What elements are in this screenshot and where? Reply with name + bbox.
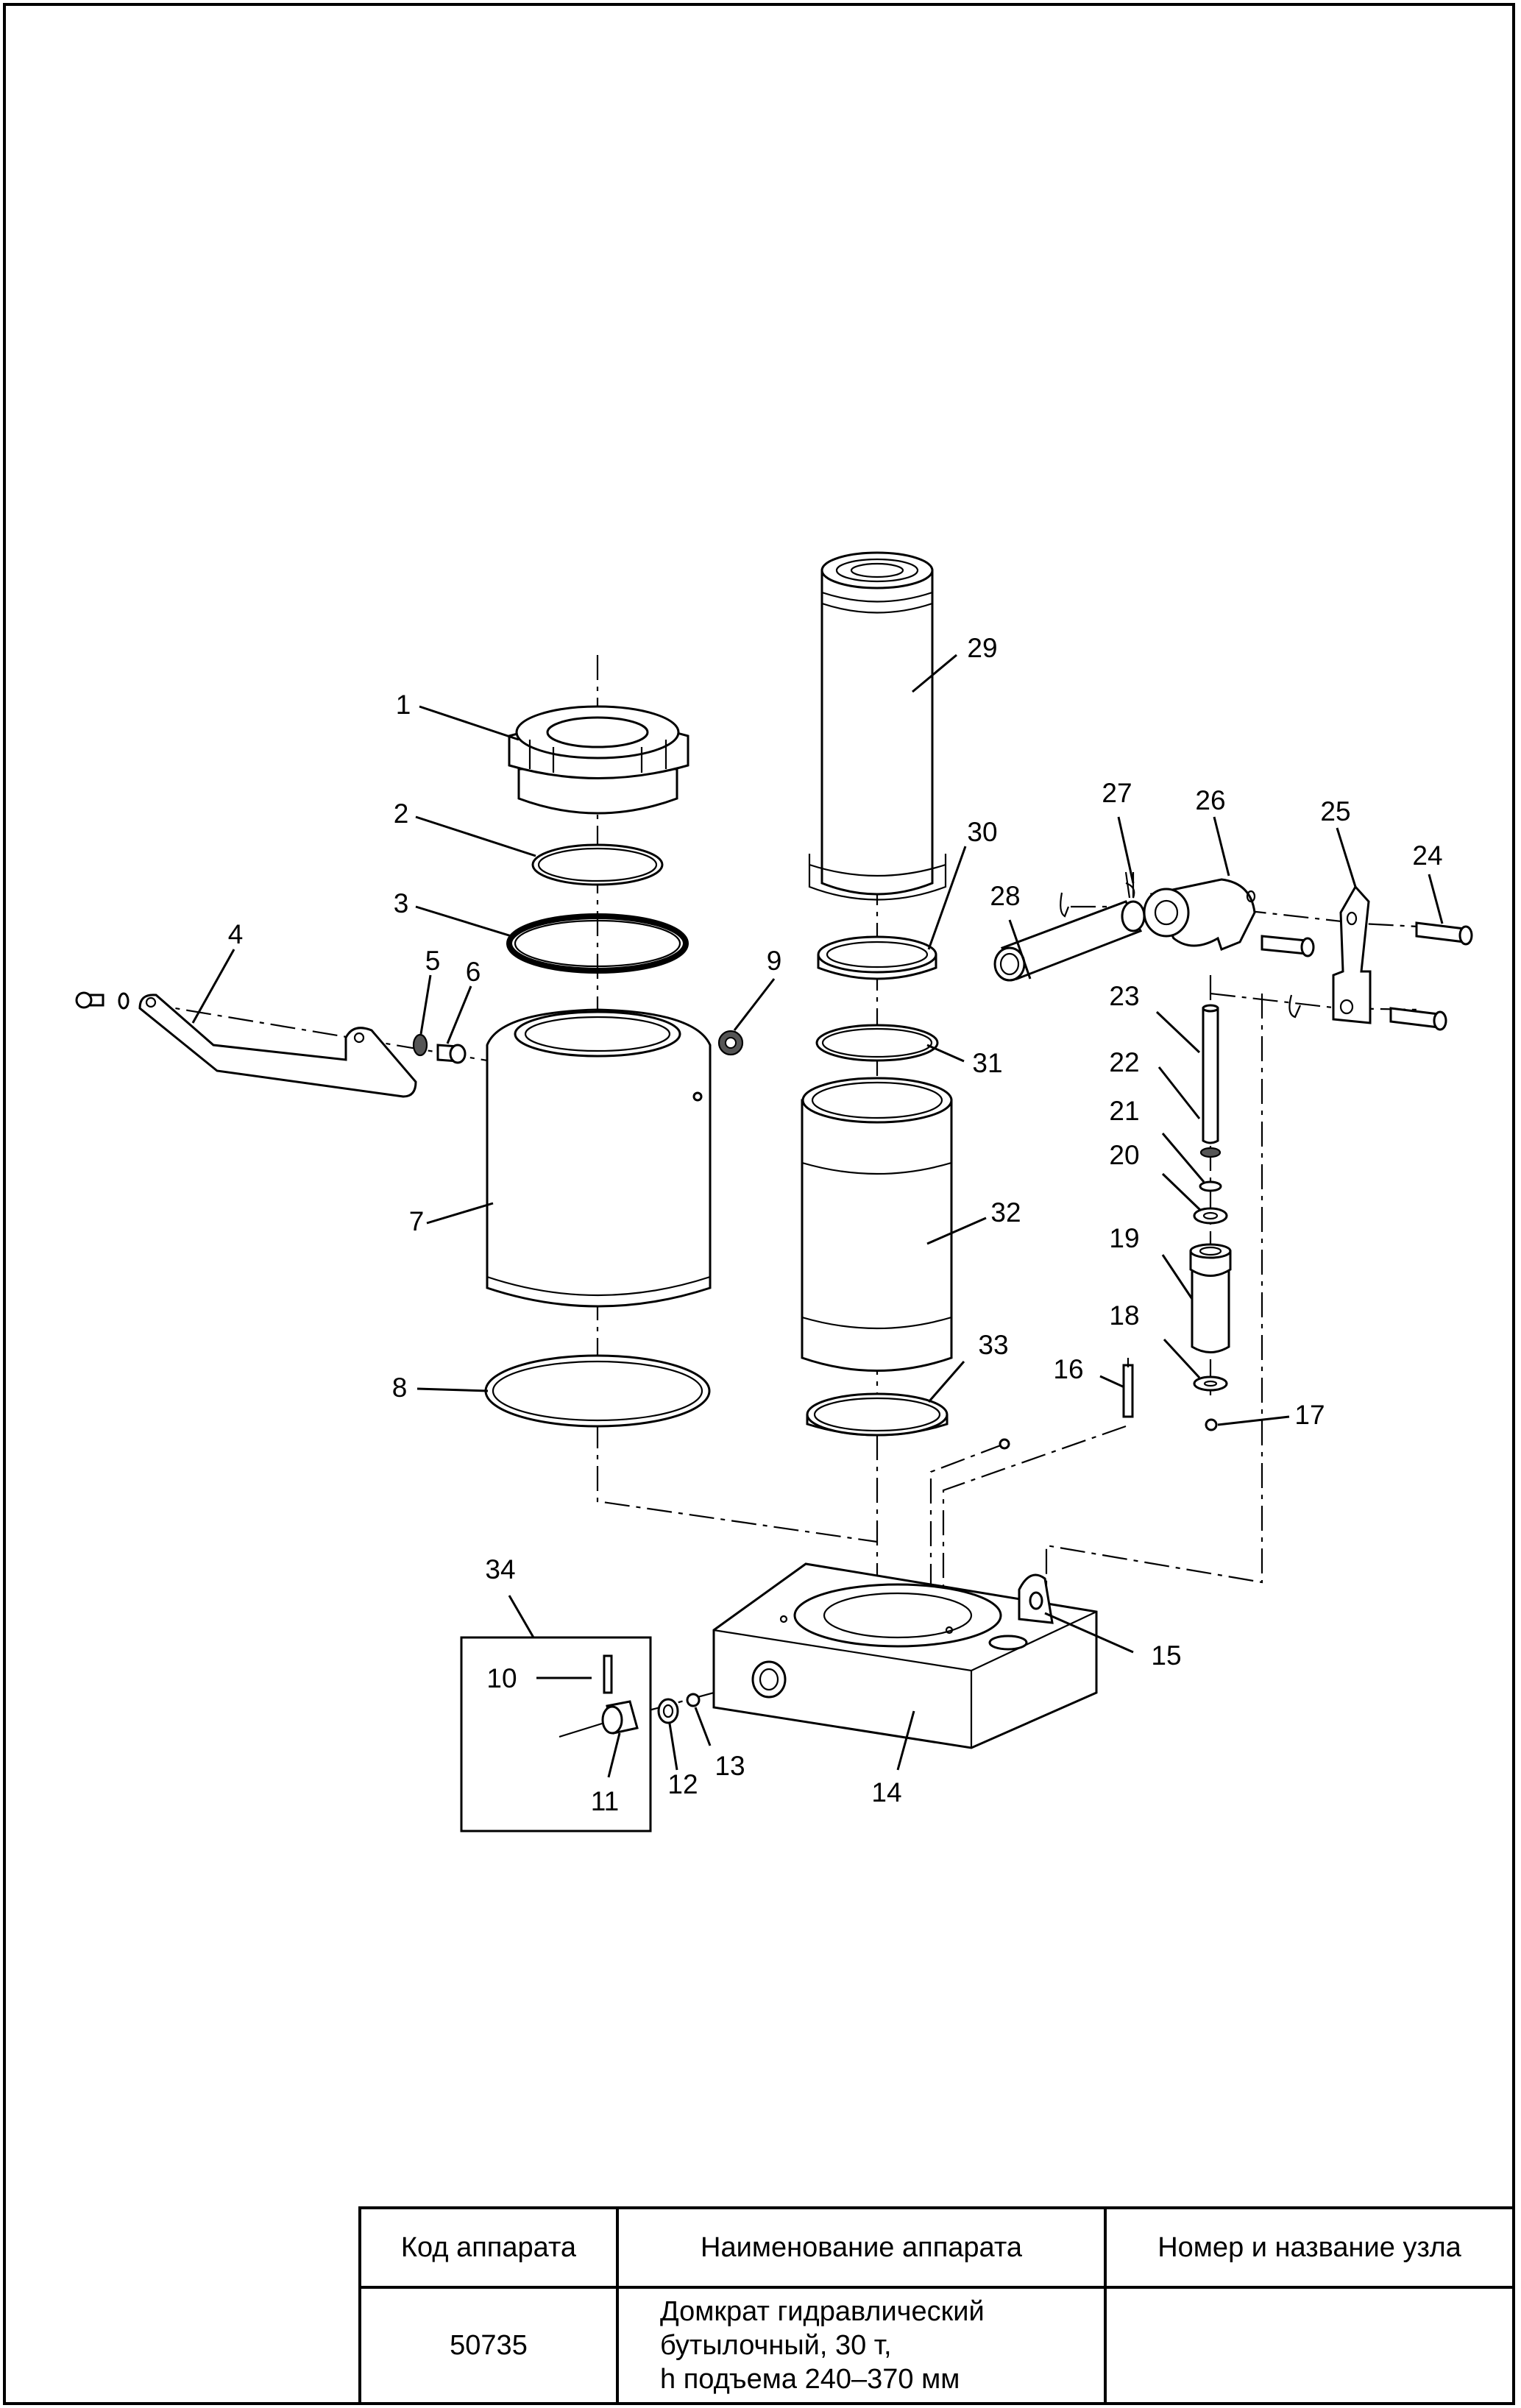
title-block-code-value: 50735 (358, 2286, 619, 2405)
part-13-ball (686, 1693, 701, 1707)
part-30-ring (817, 935, 937, 980)
part-29-ram (808, 551, 947, 901)
part-15-lug (1018, 1573, 1054, 1624)
part-18-washer (1193, 1375, 1228, 1392)
part-21-ring (1199, 1180, 1222, 1192)
callout-8: 8 (392, 1373, 408, 1403)
part-5-washer (412, 1033, 428, 1057)
callout-14: 14 (871, 1777, 901, 1807)
title-block-name-value: Домкрат гидравлический бутылочный, 30 т,… (616, 2286, 1107, 2405)
part-10-pin (603, 1654, 613, 1694)
part-23-plunger (1202, 1004, 1219, 1144)
callout-labels: 1 2 3 4 5 6 7 8 9 10 11 12 13 14 15 16 1… (228, 633, 1443, 1816)
small-ball (999, 1438, 1010, 1450)
part-1-top-nut (508, 705, 689, 815)
callout-12: 12 (667, 1769, 698, 1799)
part-27-cotter-pins (1060, 871, 1302, 1019)
callout-1: 1 (396, 690, 411, 720)
title-block-header-node: Номер и название узла (1104, 2206, 1515, 2289)
part-31-ring (815, 1024, 939, 1062)
callout-26: 26 (1195, 785, 1225, 815)
callout-25: 25 (1320, 796, 1350, 826)
screw-left (75, 991, 130, 1010)
callout-7: 7 (409, 1206, 425, 1236)
callout-4: 4 (228, 919, 244, 949)
callout-2: 2 (394, 798, 409, 829)
part-4-handle-bracket (138, 994, 417, 1098)
part-6-screw (436, 1044, 467, 1064)
title-block-node-value (1104, 2286, 1515, 2405)
name-line-3: h подъема 240–370 мм (660, 2364, 960, 2395)
callout-23: 23 (1109, 981, 1139, 1011)
callout-18: 18 (1109, 1300, 1139, 1331)
part-28-tube (993, 900, 1146, 982)
part-9-small-nut (717, 1030, 744, 1056)
callout-21: 21 (1109, 1096, 1139, 1126)
part-7-reservoir-cylinder (486, 1008, 712, 1308)
callout-9: 9 (767, 946, 782, 976)
part-3-seal-ring (506, 913, 689, 974)
part-14-base-block (712, 1562, 1098, 1749)
callout-16: 16 (1053, 1354, 1083, 1384)
part-24-pins (1261, 921, 1473, 1031)
part-12-ring (657, 1698, 679, 1724)
part-33-ring (806, 1392, 949, 1437)
part-8-base-ring (484, 1354, 711, 1428)
part-25-link (1332, 885, 1372, 1024)
callout-30: 30 (967, 817, 997, 847)
drawing-sheet (3, 3, 1515, 2405)
callout-20: 20 (1109, 1140, 1139, 1170)
leader-lines (191, 654, 1444, 1778)
callout-11: 11 (591, 1786, 619, 1816)
callout-24: 24 (1412, 840, 1442, 871)
callout-22: 22 (1109, 1047, 1139, 1077)
part-2-ring (531, 843, 664, 886)
callout-6: 6 (466, 957, 481, 987)
callout-13: 13 (715, 1751, 745, 1781)
part-11-plug (559, 1700, 639, 1738)
part-32-inner-cylinder (801, 1077, 953, 1372)
callout-19: 19 (1109, 1223, 1139, 1253)
callout-17: 17 (1294, 1400, 1325, 1430)
part-20-seal (1193, 1207, 1228, 1225)
callout-33: 33 (978, 1330, 1008, 1360)
callout-28: 28 (990, 881, 1020, 911)
callout-3: 3 (394, 888, 409, 918)
part-17-ball (1205, 1418, 1218, 1431)
callout-15: 15 (1151, 1640, 1181, 1671)
name-line-2: бутылочный, 30 т, (660, 2330, 892, 2361)
callout-29: 29 (967, 633, 997, 663)
title-block-header-name: Наименование аппарата (616, 2206, 1107, 2289)
part-26-pump-head (1143, 878, 1256, 951)
callout-27: 27 (1102, 778, 1132, 808)
callout-34: 34 (485, 1554, 515, 1584)
callout-31: 31 (972, 1048, 1002, 1078)
name-line-1: Домкрат гидравлический (660, 2296, 985, 2327)
title-block: Код аппарата Наименование аппарата Номер… (358, 2206, 1515, 2405)
callout-32: 32 (990, 1197, 1021, 1228)
callout-5: 5 (425, 946, 441, 976)
part-22-ring (1199, 1147, 1222, 1158)
callout-10: 10 (486, 1663, 517, 1693)
part-19-pump-body (1189, 1243, 1232, 1353)
part-16-pin (1122, 1358, 1134, 1418)
title-block-header-code: Код аппарата (358, 2206, 619, 2289)
